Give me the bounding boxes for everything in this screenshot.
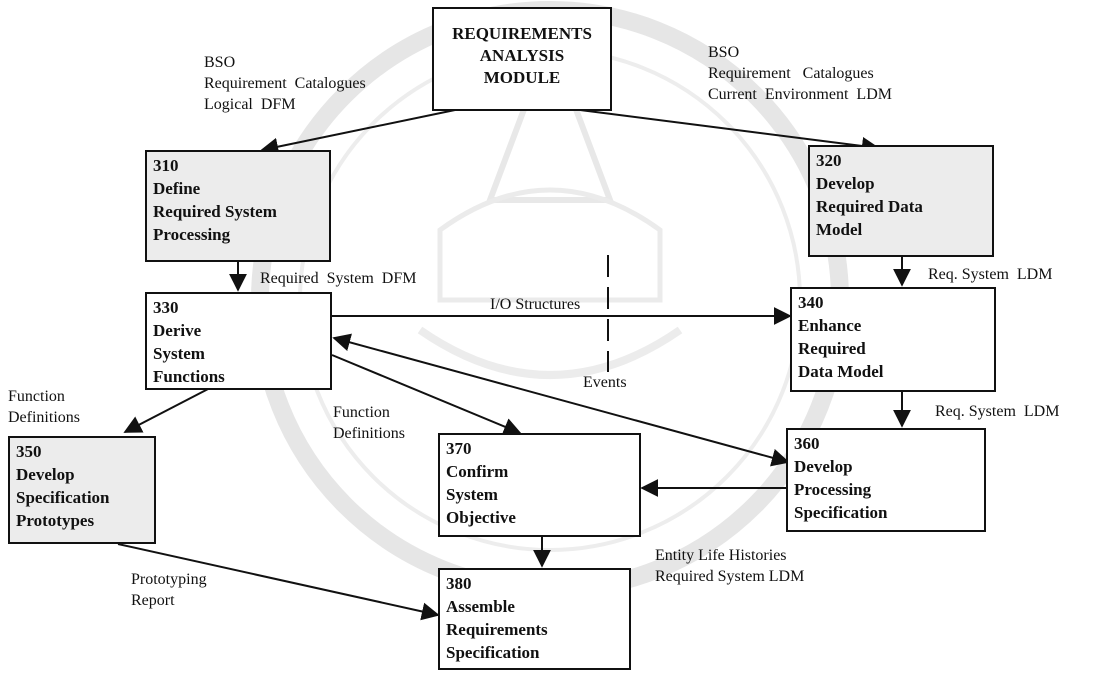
process-380-label: 380 Assemble Requirements Specification xyxy=(446,574,548,662)
process-340-label: 340 Enhance Required Data Model xyxy=(798,293,884,381)
arrow-top-to-310 xyxy=(260,109,456,156)
label-entity-life-histories: Entity Life Histories Required System LD… xyxy=(655,547,805,585)
arrow-330-to-370 xyxy=(331,354,522,436)
label-req-system-ldm-1: Req. System LDM xyxy=(928,266,1053,283)
label-function-definitions-left: Function Definitions xyxy=(8,388,80,426)
process-box-370: 370 Confirm System Objective xyxy=(438,433,641,537)
process-box-360: 360 Develop Processing Specification xyxy=(786,428,986,532)
arrow-350-to-380 xyxy=(117,543,440,621)
arrow-330-to-350 xyxy=(123,387,211,433)
process-360-label: 360 Develop Processing Specification xyxy=(794,434,888,522)
arrow-330-360-events xyxy=(332,333,790,467)
process-370-label: 370 Confirm System Objective xyxy=(446,439,516,527)
label-prototyping-report: Prototyping Report xyxy=(131,571,207,609)
process-330-label: 330 Derive System Functions xyxy=(153,298,225,386)
process-350-label: 350 Develop Specification Prototypes xyxy=(16,442,110,530)
process-310-label: 310 Define Required System Processing xyxy=(153,156,277,244)
process-box-340: 340 Enhance Required Data Model xyxy=(790,287,996,392)
label-events: Events xyxy=(583,374,627,391)
requirements-analysis-module-box: REQUIREMENTS ANALYSIS MODULE xyxy=(432,7,612,111)
label-io-structures: I/O Structures xyxy=(490,296,581,313)
input-label-right: BSO Requirement Catalogues Current Envir… xyxy=(708,44,892,103)
arrow-top-to-320 xyxy=(579,109,880,155)
process-box-320: 320 Develop Required Data Model xyxy=(808,145,994,257)
process-320-label: 320 Develop Required Data Model xyxy=(816,151,923,239)
process-box-380: 380 Assemble Requirements Specification xyxy=(438,568,631,670)
label-req-system-ldm-2: Req. System LDM xyxy=(935,403,1060,420)
label-required-system-dfm: Required System DFM xyxy=(260,270,417,287)
process-box-310: 310 Define Required System Processing xyxy=(145,150,331,262)
label-function-definitions-mid: Function Definitions xyxy=(333,404,405,442)
module-title: REQUIREMENTS ANALYSIS MODULE xyxy=(452,24,592,87)
process-box-330: 330 Derive System Functions xyxy=(145,292,332,390)
process-box-350: 350 Develop Specification Prototypes xyxy=(8,436,156,544)
input-label-left: BSO Requirement Catalogues Logical DFM xyxy=(204,54,366,113)
